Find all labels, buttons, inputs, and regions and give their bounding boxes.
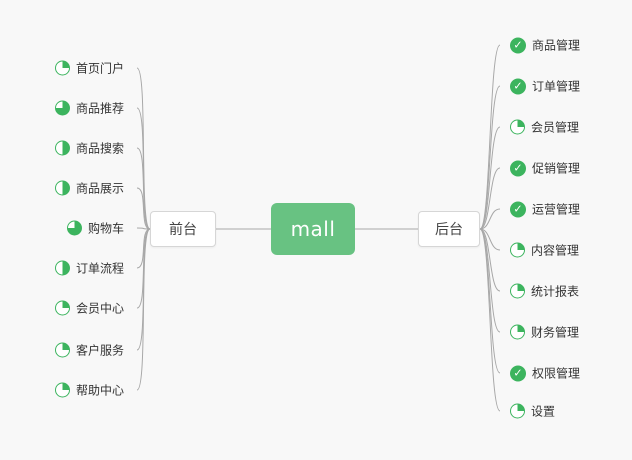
- connector-line: [479, 228, 501, 412]
- right-mindmap-item[interactable]: ✓ 商品管理: [510, 37, 580, 54]
- connector-line: [136, 107, 151, 230]
- pie-progress-icon: [54, 100, 70, 116]
- left-mindmap-item[interactable]: 客户服务: [54, 342, 124, 359]
- node-label: 内容管理: [531, 243, 580, 258]
- node-label: 商品展示: [75, 181, 124, 196]
- node-label: 统计报表: [531, 284, 580, 299]
- left-mindmap-item[interactable]: 首页门户: [54, 60, 124, 77]
- left-mindmap-item[interactable]: 帮助中心: [54, 382, 124, 399]
- node-label: 运营管理: [532, 202, 581, 217]
- pie-progress-icon: [54, 342, 70, 358]
- connector-line: [479, 228, 501, 292]
- pie-progress-icon: [54, 260, 70, 276]
- check-icon: ✓: [510, 201, 526, 217]
- node-label: 购物车: [87, 221, 124, 236]
- connector-line: [479, 208, 501, 230]
- node-label: 会员中心: [75, 301, 124, 316]
- node-label: 帮助中心: [75, 383, 124, 398]
- connector-line: [136, 147, 151, 230]
- connector-line: [136, 228, 151, 391]
- node-label: 商品推荐: [75, 101, 124, 116]
- node-label: 订单管理: [532, 79, 581, 94]
- right-mindmap-item[interactable]: ✓ 订单管理: [510, 78, 580, 95]
- pie-progress-icon: [66, 220, 82, 236]
- node-label: 订单流程: [75, 261, 124, 276]
- node-label: 权限管理: [532, 366, 581, 381]
- right-mindmap-item[interactable]: ✓ 促销管理: [510, 160, 580, 177]
- connector-line: [479, 85, 501, 230]
- right-mindmap-item[interactable]: 统计报表: [510, 283, 579, 300]
- pie-progress-icon: [54, 382, 70, 398]
- right-mindmap-item[interactable]: 财务管理: [510, 324, 579, 341]
- right-mindmap-item[interactable]: ✓ 权限管理: [510, 365, 580, 382]
- right-mindmap-item[interactable]: ✓ 运营管理: [510, 201, 580, 218]
- node-label: 客户服务: [75, 343, 124, 358]
- node-label: 商品搜索: [75, 141, 124, 156]
- left-mindmap-item[interactable]: 购物车: [66, 220, 124, 237]
- connector-line: [479, 44, 501, 230]
- branch-node-frontend[interactable]: 前台: [150, 211, 216, 247]
- pie-progress-icon: [54, 300, 70, 316]
- pie-progress-icon: [510, 403, 525, 419]
- left-mindmap-item[interactable]: 商品搜索: [54, 140, 124, 157]
- node-label: 商品管理: [532, 38, 581, 53]
- left-mindmap-item[interactable]: 会员中心: [54, 300, 124, 317]
- left-mindmap-item[interactable]: 商品展示: [54, 180, 124, 197]
- pie-progress-icon: [54, 140, 70, 156]
- node-label: 首页门户: [75, 61, 124, 76]
- pie-progress-icon: [510, 324, 525, 340]
- right-mindmap-item[interactable]: 会员管理: [510, 119, 579, 136]
- node-label: 会员管理: [531, 120, 580, 135]
- connector-line: [136, 187, 151, 230]
- right-mindmap-item[interactable]: 设置: [510, 403, 555, 420]
- node-label: 设置: [531, 404, 556, 419]
- pie-progress-icon: [510, 242, 525, 258]
- right-mindmap-item[interactable]: 内容管理: [510, 242, 579, 259]
- left-mindmap-item[interactable]: 订单流程: [54, 260, 124, 277]
- root-node-mall[interactable]: mall: [271, 203, 355, 255]
- node-label: 财务管理: [531, 325, 580, 340]
- check-icon: ✓: [510, 78, 526, 94]
- pie-progress-icon: [54, 60, 70, 76]
- pie-progress-icon: [54, 180, 70, 196]
- connector-line: [479, 126, 501, 230]
- check-icon: ✓: [510, 365, 526, 381]
- branch-node-backend[interactable]: 后台: [418, 211, 480, 247]
- pie-progress-icon: [510, 119, 525, 135]
- check-icon: ✓: [510, 37, 526, 53]
- pie-progress-icon: [510, 283, 525, 299]
- connector-line: [479, 167, 501, 230]
- node-label: 促销管理: [532, 161, 581, 176]
- left-mindmap-item[interactable]: 商品推荐: [54, 100, 124, 117]
- connector-line: [136, 227, 151, 230]
- check-icon: ✓: [510, 160, 526, 176]
